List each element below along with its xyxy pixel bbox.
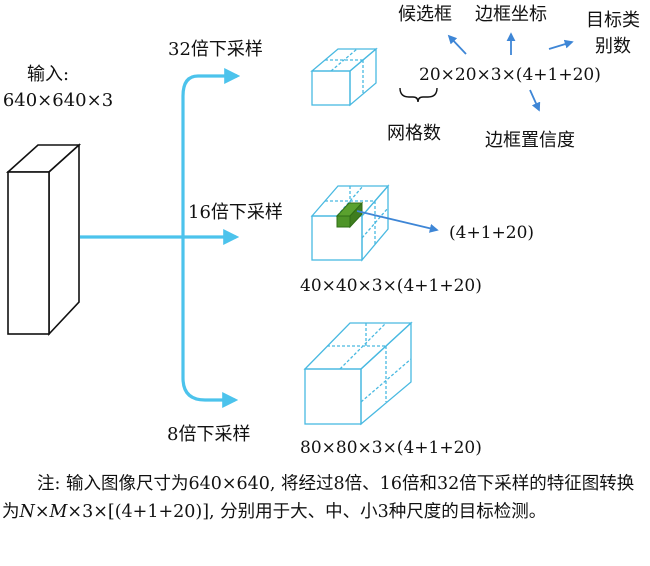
label-16x-downsample: 16倍下采样	[188, 202, 283, 223]
figure-caption: 注: 输入图像尺寸为640×640, 将经过8倍、16倍和32倍下采样的特征图转…	[2, 470, 648, 526]
class-count-label-1: 目标类	[586, 10, 640, 31]
component-arrows	[447, 32, 574, 112]
caption-m: M	[49, 502, 68, 522]
highlighted-grid-cell	[335, 201, 364, 229]
box-confidence-label: 边框置信度	[485, 130, 575, 151]
caption-n: N	[19, 502, 35, 522]
grid-count-brace	[399, 87, 438, 103]
arrow-32x-to-8x	[181, 74, 239, 408]
caption-part1: 注: 输入图像尺寸为640×640, 将经过8倍、16倍和32倍下采样的特征图转…	[2, 474, 635, 522]
feature-map-20x20	[310, 47, 378, 107]
label-32x-downsample: 32倍下采样	[168, 39, 263, 60]
input-label: 输入:	[27, 64, 69, 85]
caption-times: ×	[34, 502, 50, 522]
output-size-80: 80×80×3×(4+1+20)	[300, 438, 482, 458]
cell-vector-label: (4+1+20)	[449, 223, 534, 243]
box-coords-label: 边框坐标	[475, 4, 547, 25]
cell-vector-arrow	[356, 210, 439, 233]
caption-part2: ×3×[(4+1+20)], 分别用于大、中、小3种尺度的目标检测。	[67, 502, 547, 522]
candidate-box-label: 候选框	[398, 4, 452, 25]
class-count-label-2: 别数	[595, 36, 631, 57]
output-size-20: 20×20×3×(4+1+20)	[419, 65, 601, 85]
label-8x-downsample: 8倍下采样	[167, 424, 250, 445]
grid-count-label: 网格数	[387, 123, 441, 144]
yolo-output-diagram: 输入: 640×640×3 32倍下采样 16倍下采样 8倍下采样 (4+1+2…	[3, 4, 640, 458]
input-tensor-block	[5, 143, 82, 337]
output-size-40: 40×40×3×(4+1+20)	[300, 276, 482, 296]
feature-map-80x80	[303, 321, 413, 426]
input-size-label: 640×640×3	[3, 90, 113, 111]
downsample-arrows	[80, 68, 241, 408]
